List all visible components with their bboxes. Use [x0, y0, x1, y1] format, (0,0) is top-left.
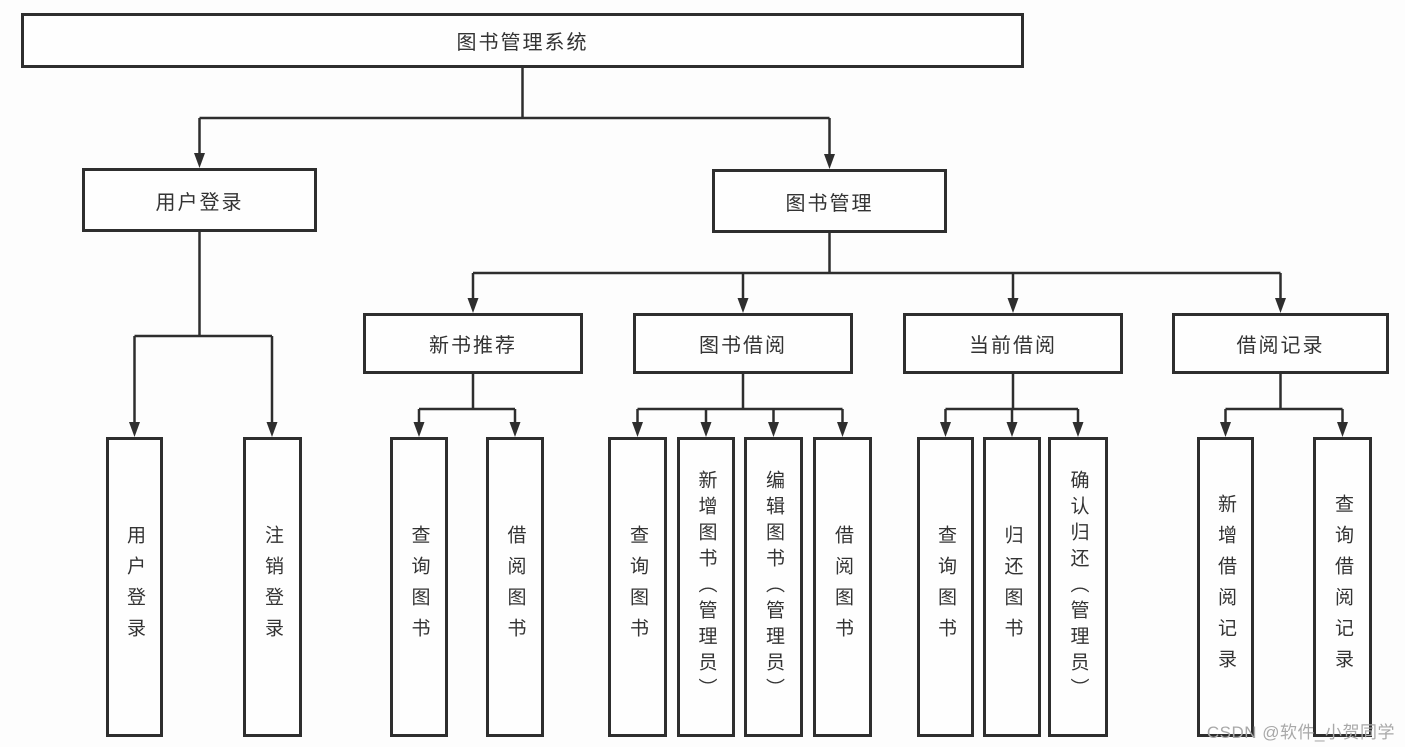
node-borrow-records: 借阅记录	[1172, 313, 1389, 374]
csdn-watermark: CSDN @软件_小贺同学	[1206, 723, 1395, 742]
node-book-borrow: 图书借阅	[633, 313, 853, 374]
leaf-borrow-borrow-book: 借阅图书	[813, 437, 872, 737]
leaf-newbook-borrow-book: 借阅图书	[486, 437, 544, 737]
node-current-borrow: 当前借阅	[903, 313, 1123, 374]
leaf-current-confirm-return-admin: 确认归还（管理员）	[1048, 437, 1108, 737]
node-book-management: 图书管理	[712, 169, 947, 233]
node-root-system: 图书管理系统	[21, 13, 1024, 68]
leaf-logout: 注销登录	[243, 437, 302, 737]
leaf-newbook-query-book: 查询图书	[390, 437, 448, 737]
node-user-login: 用户登录	[82, 168, 317, 232]
node-new-book-recommend: 新书推荐	[363, 313, 583, 374]
leaf-records-add-record: 新增借阅记录	[1197, 437, 1254, 737]
leaf-borrow-edit-book-admin: 编辑图书（管理员）	[744, 437, 803, 737]
leaf-borrow-query-book: 查询图书	[608, 437, 667, 737]
leaf-current-query-book: 查询图书	[917, 437, 974, 737]
leaf-current-return-book: 归还图书	[983, 437, 1041, 737]
leaf-borrow-add-book-admin: 新增图书（管理员）	[677, 437, 735, 737]
leaf-records-query-record: 查询借阅记录	[1313, 437, 1372, 737]
leaf-user-login: 用户登录	[106, 437, 163, 737]
